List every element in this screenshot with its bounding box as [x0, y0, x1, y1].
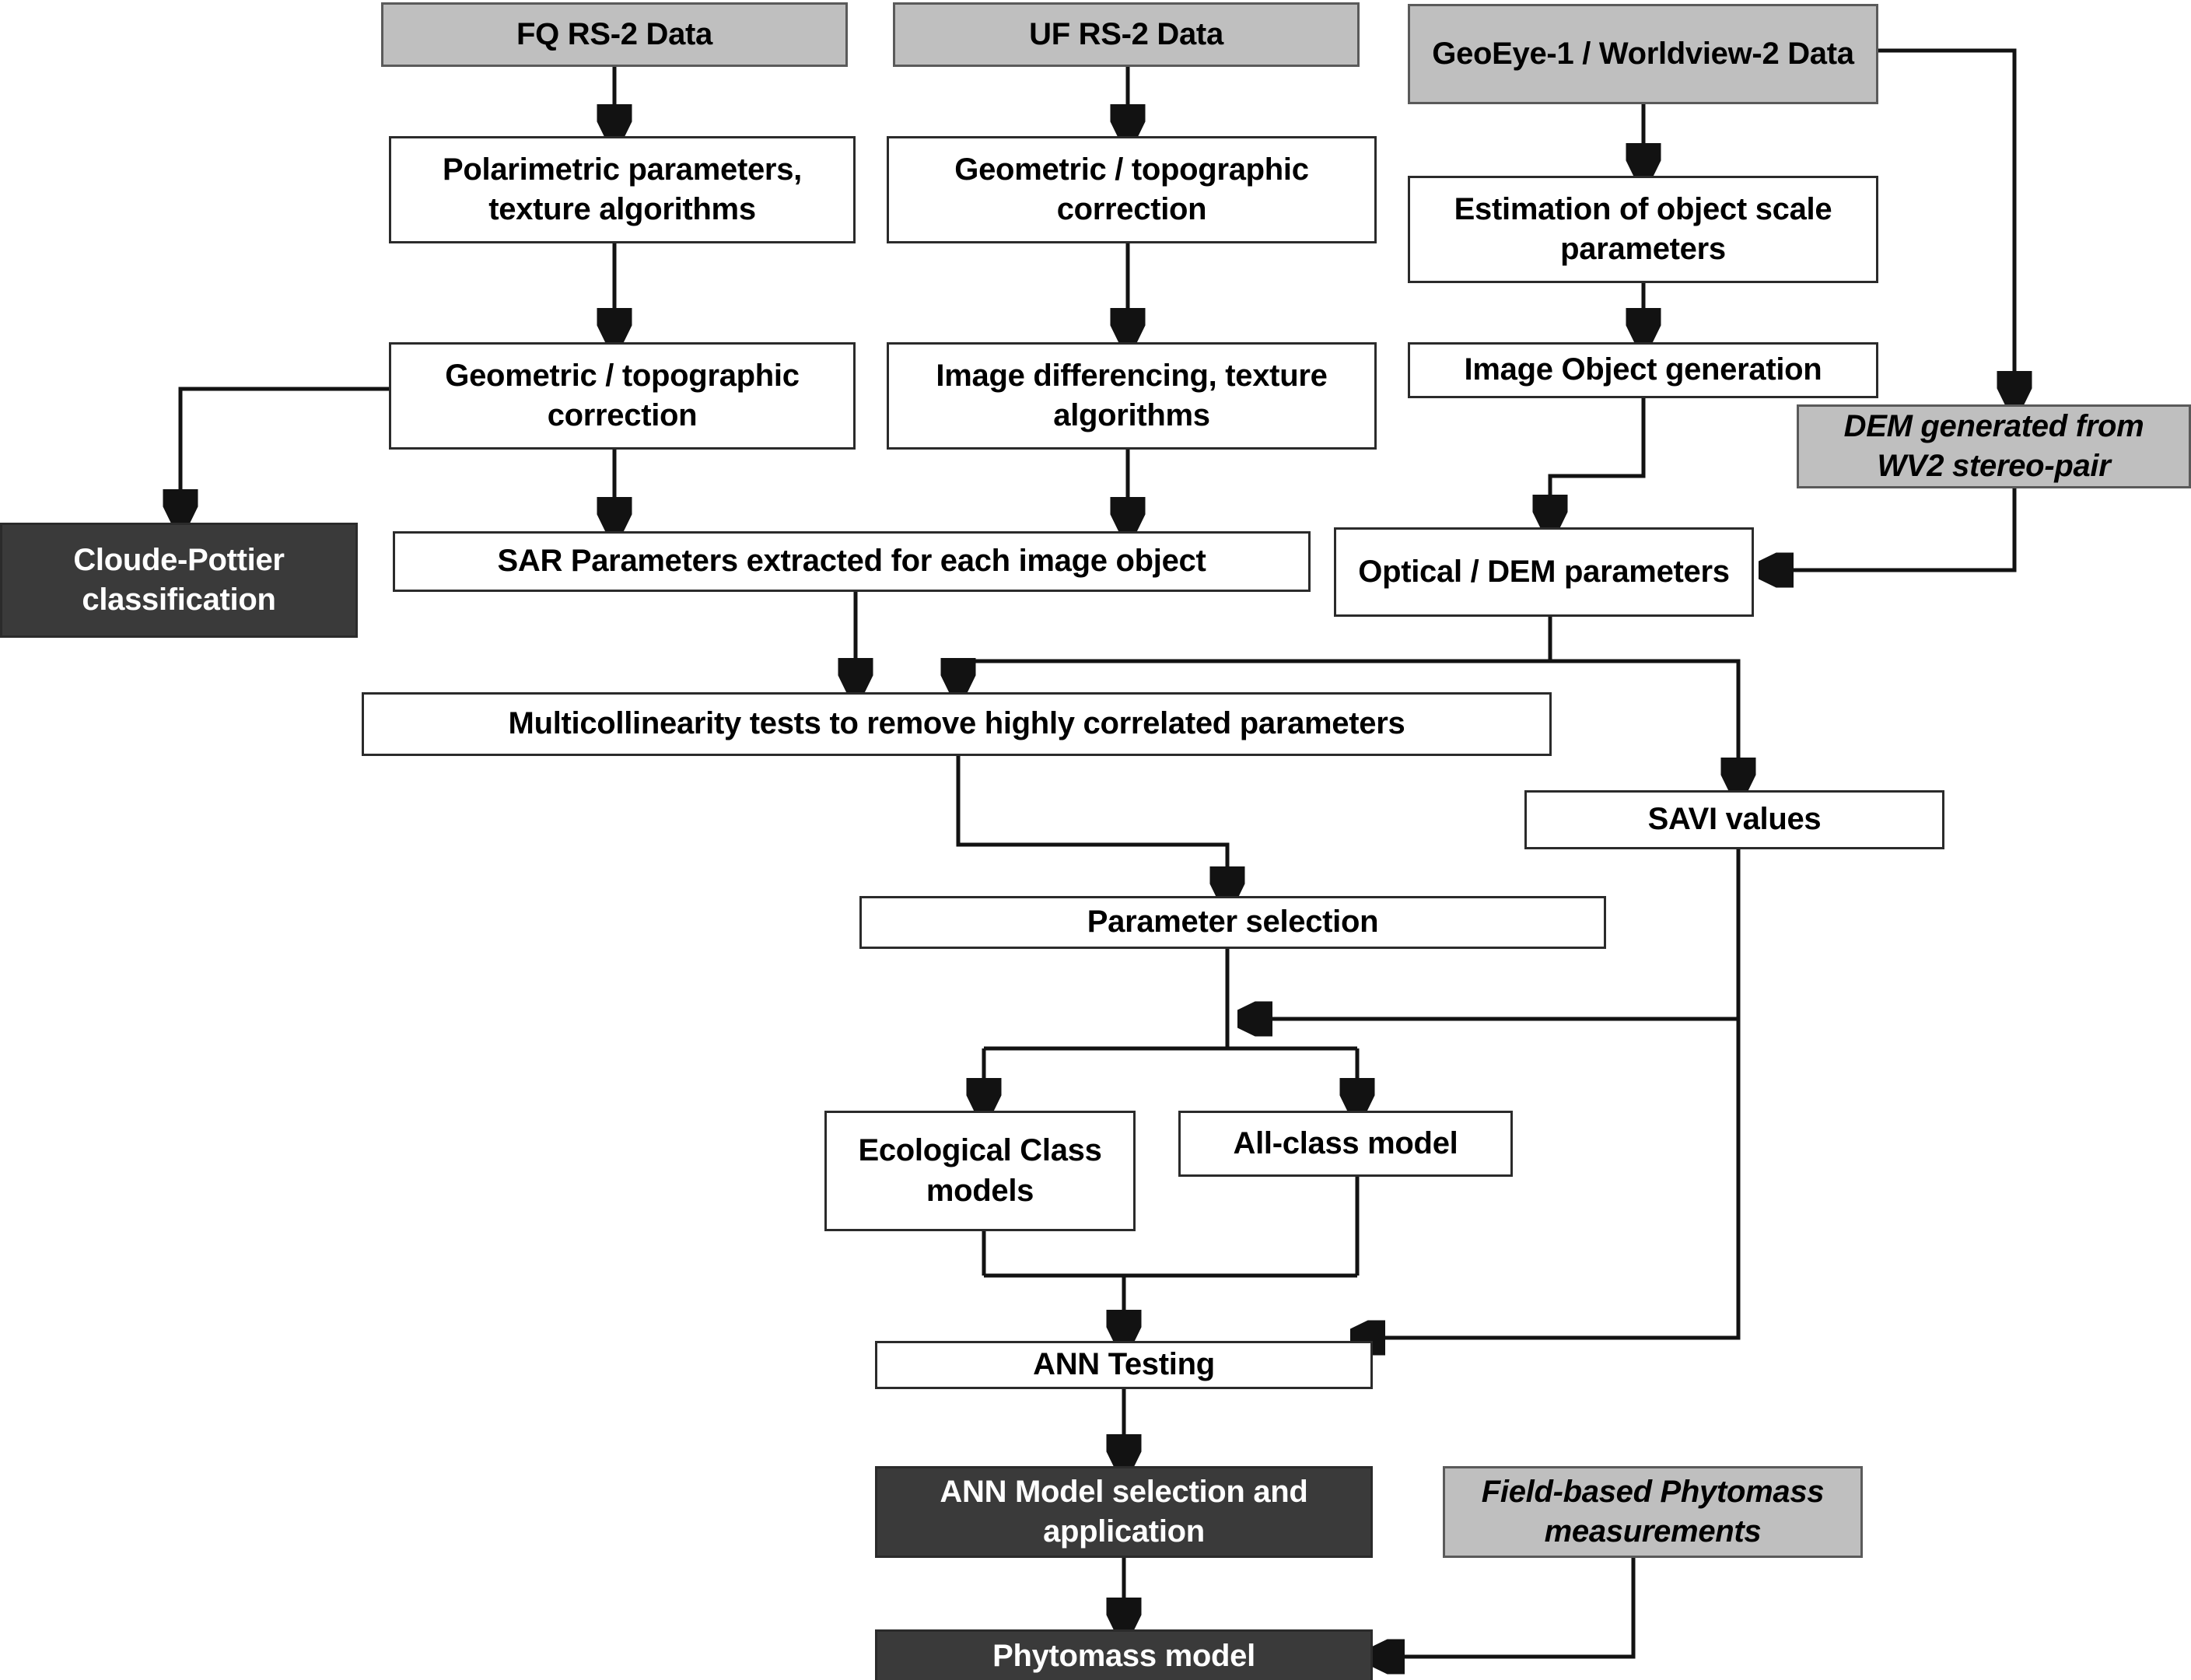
edge-opticaldem-to-savi [1550, 659, 1738, 786]
edge-opticaldem-to-multicollinearity [958, 617, 1552, 686]
node-label: ANN Testing [1033, 1347, 1215, 1382]
edge-geocorr-to-cloudepottier [180, 387, 391, 517]
node-multicollinearity-tests[interactable]: Multicollinearity tests to remove highly… [362, 692, 1552, 756]
node-label: Cloude-Pottier classification [73, 542, 285, 617]
node-savi-values[interactable]: SAVI values [1524, 790, 1944, 849]
node-ann-model-selection[interactable]: ANN Model selection and application [875, 1466, 1373, 1558]
node-label: SAR Parameters extracted for each image … [497, 544, 1206, 579]
edge-objectgen-to-opticaldem [1550, 398, 1646, 523]
node-uf-rs2-data[interactable]: UF RS-2 Data [893, 2, 1360, 67]
node-ann-testing[interactable]: ANN Testing [875, 1341, 1373, 1389]
node-all-class-model[interactable]: All-class model [1178, 1111, 1513, 1177]
node-label: UF RS-2 Data [1029, 16, 1223, 51]
node-label: SAVI values [1647, 802, 1822, 837]
node-label: Ecological Class models [858, 1133, 1102, 1208]
node-field-based-phytomass[interactable]: Field-based Phytomass measurements [1443, 1466, 1863, 1558]
node-dem-wv2-stereo-pair[interactable]: DEM generated from WV2 stereo-pair [1797, 404, 2191, 488]
node-sar-parameters-extracted[interactable]: SAR Parameters extracted for each image … [393, 531, 1311, 592]
node-image-object-generation[interactable]: Image Object generation [1408, 342, 1878, 398]
node-label: All-class model [1233, 1125, 1458, 1160]
node-label: Field-based Phytomass measurements [1481, 1474, 1825, 1549]
edge-savi-to-anntesting [1357, 1019, 1741, 1338]
node-label: FQ RS-2 Data [516, 16, 712, 51]
node-estimation-object-scale[interactable]: Estimation of object scale parameters [1408, 176, 1878, 283]
node-label: ANN Model selection and application [940, 1474, 1308, 1549]
node-geoeye-worldview-data[interactable]: GeoEye-1 / Worldview-2 Data [1408, 4, 1878, 104]
node-fq-rs2-data[interactable]: FQ RS-2 Data [381, 2, 848, 67]
node-geometric-topographic-correction-uf[interactable]: Geometric / topographic correction [887, 136, 1377, 243]
node-label: Estimation of object scale parameters [1454, 191, 1832, 266]
node-label: Image differencing, texture algorithms [936, 358, 1328, 432]
node-label: Image Object generation [1464, 352, 1822, 387]
node-label: Polarimetric parameters, texture algorit… [443, 152, 802, 226]
node-phytomass-model[interactable]: Phytomass model [875, 1629, 1373, 1680]
node-parameter-selection[interactable]: Parameter selection [859, 896, 1606, 949]
node-label: Parameter selection [1087, 905, 1379, 940]
node-ecological-class-models[interactable]: Ecological Class models [824, 1111, 1136, 1231]
node-cloude-pottier-classification[interactable]: Cloude-Pottier classification [0, 523, 358, 638]
edge-geoeye-to-dem [1878, 48, 2014, 399]
node-geometric-topographic-correction-fq[interactable]: Geometric / topographic correction [389, 342, 856, 450]
node-label: DEM generated from WV2 stereo-pair [1843, 408, 2144, 483]
node-polarimetric-parameters[interactable]: Polarimetric parameters, texture algorit… [389, 136, 856, 243]
node-optical-dem-parameters[interactable]: Optical / DEM parameters [1334, 527, 1754, 617]
node-label: Geometric / topographic correction [445, 358, 800, 432]
node-label: Multicollinearity tests to remove highly… [508, 706, 1405, 741]
edge-dem-to-opticaldem [1766, 488, 2017, 570]
node-label: Geometric / topographic correction [954, 152, 1309, 226]
node-label: Optical / DEM parameters [1358, 554, 1730, 589]
node-label: Phytomass model [992, 1639, 1255, 1674]
edge-field-to-phytomass [1377, 1556, 1636, 1657]
node-label: GeoEye-1 / Worldview-2 Data [1432, 36, 1854, 71]
edge-multicollinearity-to-paramselection [956, 756, 1227, 894]
node-image-differencing[interactable]: Image differencing, texture algorithms [887, 342, 1377, 450]
